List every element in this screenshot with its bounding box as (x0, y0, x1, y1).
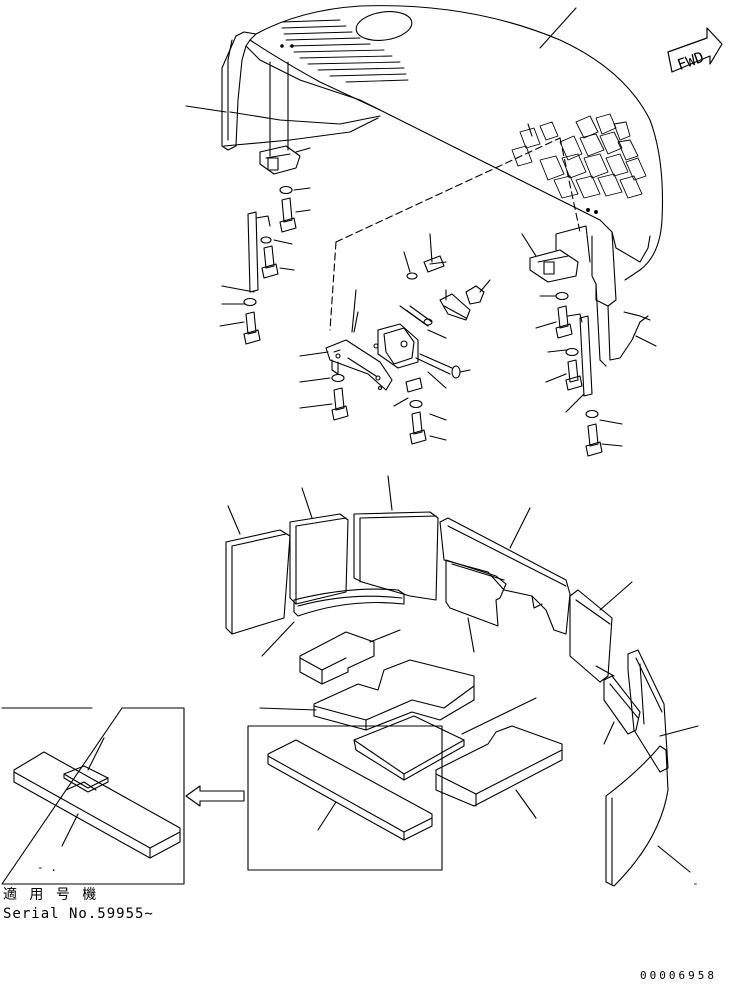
left-hinge-assembly (219, 61, 311, 345)
inset-mark: - . (37, 861, 57, 874)
serial-label-japanese: 適 用 号 機 (3, 887, 99, 903)
left-arrow-icon (185, 785, 245, 807)
fwd-arrow-icon: FWD (667, 27, 723, 74)
right-hinge-assembly (521, 225, 657, 457)
drawing-number: 00006958 (640, 969, 717, 982)
serial-label-english: Serial No.59955~ (3, 906, 154, 922)
highlight-box (247, 725, 443, 871)
engine-hood-cover (185, 5, 664, 367)
corner-mark: - (692, 877, 699, 890)
svg-text:FWD: FWD (675, 48, 707, 74)
center-latch-assembly (299, 137, 581, 445)
insulation-panels (225, 475, 699, 887)
detail-inset (1, 707, 185, 885)
